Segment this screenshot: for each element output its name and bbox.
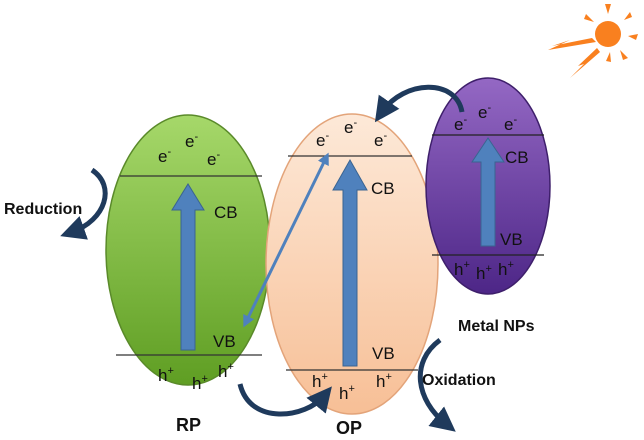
svg-text:e-: e-	[454, 114, 467, 134]
op-cb-label: CB	[371, 179, 395, 198]
svg-text:h+: h+	[476, 263, 492, 283]
metal-excitation-arrow	[471, 137, 505, 247]
metal-np	[425, 77, 551, 295]
metal-vb-label: VB	[500, 230, 523, 249]
reduction-label: Reduction	[4, 201, 82, 218]
svg-text:e-: e-	[158, 146, 171, 166]
svg-text:h+: h+	[376, 371, 392, 391]
rp-to-op-hole-arrow	[237, 383, 332, 417]
reduction-arrow	[60, 167, 108, 240]
op-semiconductor	[265, 113, 439, 415]
svg-text:h+: h+	[218, 361, 234, 381]
svg-text:h+: h+	[312, 371, 328, 391]
rp-vb-label: VB	[213, 332, 236, 351]
svg-text:e-: e-	[374, 130, 387, 150]
svg-text:e-: e-	[344, 117, 357, 137]
metal-nps-label: Metal NPs	[458, 318, 535, 335]
svg-text:e-: e-	[185, 131, 198, 151]
op-holes: h+ h+ h+	[312, 371, 392, 403]
svg-text:h+: h+	[339, 383, 355, 403]
metal-cb-label: CB	[505, 148, 529, 167]
rp-excitation-arrow	[171, 183, 205, 351]
svg-text:h+: h+	[454, 259, 470, 279]
metal-electrons: e- e- e-	[454, 102, 517, 134]
rp-holes: h+ h+ h+	[158, 361, 234, 393]
op-excitation-arrow	[332, 158, 368, 367]
z-scheme-transfer-arrow	[243, 152, 329, 328]
svg-text:e-: e-	[207, 149, 220, 169]
svg-text:e-: e-	[316, 130, 329, 150]
svg-text:h+: h+	[192, 373, 208, 393]
oxidation-arrow	[417, 337, 456, 432]
svg-text:e-: e-	[478, 102, 491, 122]
rp-electrons: e- e- e-	[158, 131, 220, 169]
svg-text:e-: e-	[504, 114, 517, 134]
svg-text:h+: h+	[158, 365, 174, 385]
metal-holes: h+ h+ h+	[454, 259, 514, 283]
op-label: OP	[336, 418, 362, 438]
sun-rays	[548, 4, 638, 78]
rp-semiconductor	[105, 114, 271, 386]
op-electrons: e- e- e-	[316, 117, 387, 150]
op-vb-label: VB	[372, 344, 395, 363]
metal-to-op-arrow	[374, 84, 465, 123]
svg-text:h+: h+	[498, 259, 514, 279]
rp-cb-label: CB	[214, 203, 238, 222]
rp-label: RP	[176, 415, 201, 435]
sun-icon	[548, 4, 638, 78]
oxidation-label: Oxidation	[422, 372, 496, 389]
